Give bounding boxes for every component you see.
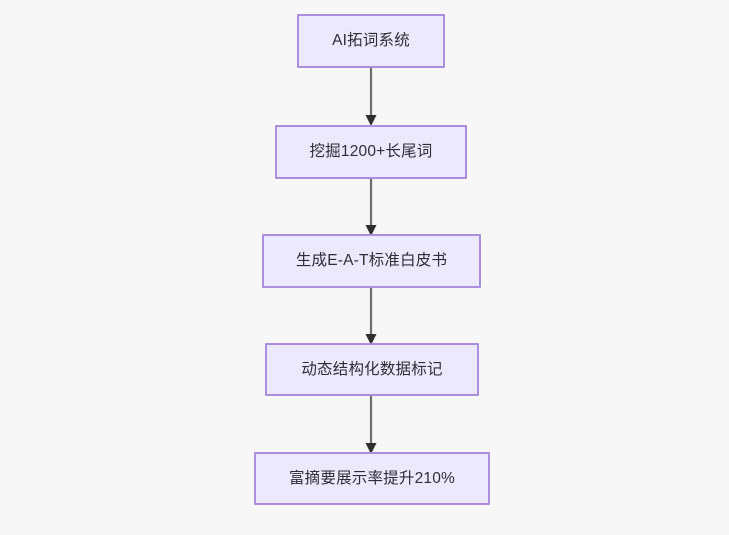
flowchart-node-mine-longtail-keywords[interactable]: 挖掘1200+长尾词 — [275, 125, 467, 179]
flowchart-node-ai-keyword-system[interactable]: AI拓词系统 — [297, 14, 445, 68]
flowchart-node-rich-snippet-impression-lift[interactable]: 富摘要展示率提升210% — [254, 452, 490, 505]
edge-n3-n4 — [365, 286, 377, 345]
flowchart-node-label: AI拓词系统 — [332, 32, 410, 50]
edge-n4-n5 — [365, 394, 377, 454]
flowchart-node-label: 富摘要展示率提升210% — [288, 469, 456, 487]
edge-n1-n2 — [365, 66, 377, 126]
flowchart-node-dynamic-structured-data-markup[interactable]: 动态结构化数据标记 — [265, 343, 479, 396]
flowchart-node-label: 生成E-A-T标准白皮书 — [295, 252, 448, 270]
flowchart-node-generate-eat-whitepaper[interactable]: 生成E-A-T标准白皮书 — [262, 234, 481, 288]
edge-n2-n3 — [365, 177, 377, 236]
flowchart-node-label: 动态结构化数据标记 — [301, 360, 443, 378]
flowchart-node-label: 挖掘1200+长尾词 — [309, 143, 433, 161]
